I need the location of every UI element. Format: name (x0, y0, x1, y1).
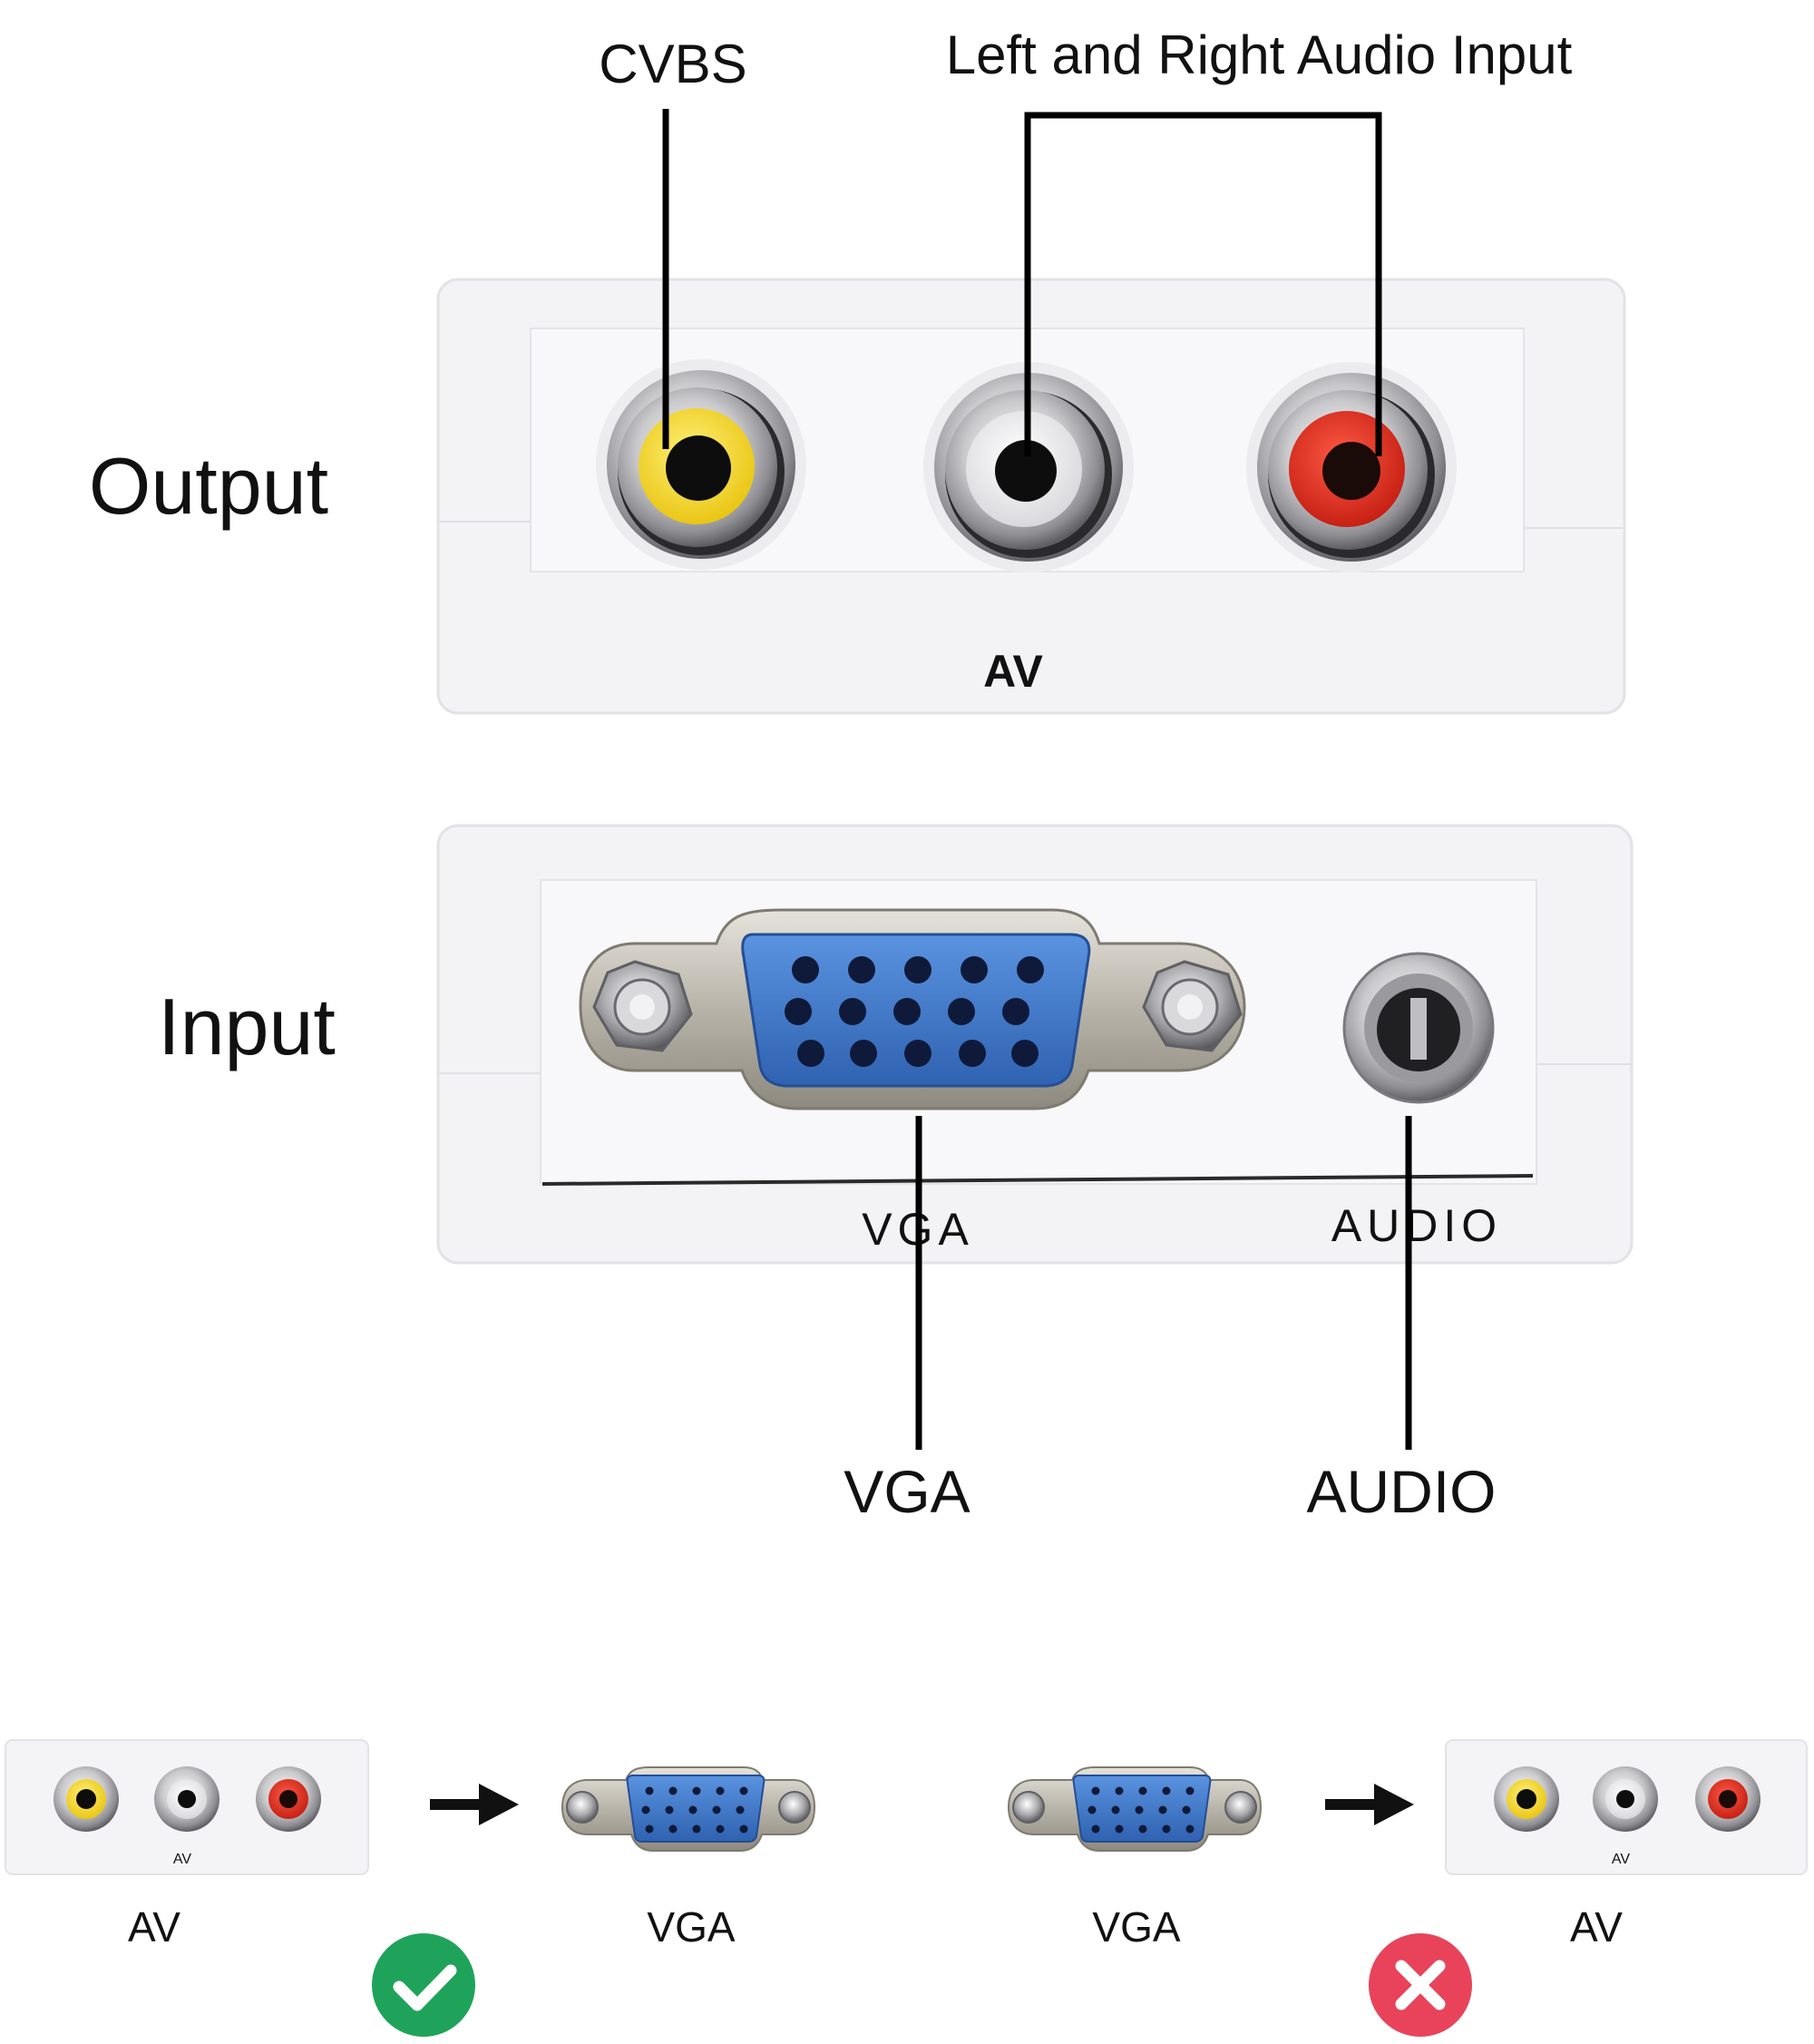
leader-lines (662, 109, 1412, 1450)
cross-icon (1369, 1933, 1472, 2037)
vga-pin-grid (785, 956, 1044, 1067)
mini-vga-pin-hole (665, 1805, 674, 1814)
flow-2-from-label: VGA (1092, 1903, 1180, 1951)
mini-red-jack (256, 1766, 321, 1832)
mini-vga-pin-hole (716, 1824, 725, 1834)
audio-panel-label: AUDIO (1331, 1200, 1502, 1251)
mini-vga-pin-hole (668, 1824, 678, 1834)
mini-red-jack (1695, 1766, 1760, 1832)
mini-yellow-jack (54, 1766, 119, 1832)
left-right-audio-label: Left and Right Audio Input (946, 24, 1573, 85)
mini-vga-port-left (561, 1766, 816, 1852)
mini-vga-pin-hole (1185, 1824, 1195, 1834)
audio-input-leader (1024, 112, 1382, 456)
audio-left-white-jack (923, 362, 1134, 572)
mini-vga-pin-hole (645, 1824, 654, 1834)
vga-right-screw (1142, 960, 1243, 1052)
mini-vga-pin-hole (716, 1786, 725, 1795)
mini-vga-pin-hole (1115, 1824, 1124, 1834)
cvbs-label: CVBS (599, 34, 746, 94)
arrow-right-icon (430, 1784, 519, 1825)
vga-pin-hole (948, 998, 975, 1025)
audio-right-red-jack (1246, 362, 1457, 572)
output-label: Output (89, 441, 328, 531)
mini-vga-pin-hole (688, 1805, 697, 1814)
mini-vga-pin-hole (1115, 1786, 1124, 1795)
mini-vga-pin-hole (1158, 1805, 1167, 1814)
vga-pin-hole (1017, 956, 1044, 983)
mini-vga-pin-hole (1091, 1786, 1100, 1795)
mini-av-panel-left: AV (5, 1739, 369, 1875)
vga-pin-hole (961, 956, 988, 983)
flow-2-to-label: AV (1570, 1903, 1623, 1951)
vga-pin-hole (1011, 1040, 1039, 1067)
vga-pin-hole (959, 1040, 986, 1067)
vga-pin-hole (839, 998, 866, 1025)
audio-input-jack (1342, 952, 1495, 1104)
mini-vga-pin-hole (668, 1786, 678, 1795)
compatibility-row: AV (5, 1739, 1808, 2037)
vga-pin-hole (785, 998, 812, 1025)
mini-vga-pin-hole (1182, 1805, 1191, 1814)
mini-vga-pin-hole (1162, 1786, 1171, 1795)
input-panel: VGA AUDIO (436, 824, 1634, 1265)
arrow-right-icon (1325, 1784, 1414, 1825)
vga-pin-hole (904, 956, 931, 983)
cvbs-yellow-jack (596, 359, 806, 570)
mini-white-jack (1593, 1766, 1658, 1832)
mini-vga-pin-hole (1087, 1805, 1097, 1814)
vga-pin-hole (792, 956, 819, 983)
output-panel: AV (436, 278, 1626, 715)
mini-vga-pin-hole (1111, 1805, 1120, 1814)
mini-vga-pin-hole (692, 1824, 701, 1834)
mini-vga-pin-hole (739, 1786, 748, 1795)
mini-av-panel-right: AV (1445, 1739, 1808, 1875)
mini-vga-pin-hole (641, 1805, 650, 1814)
mini-vga-pin-hole (1138, 1824, 1147, 1834)
vga-pin-hole (848, 956, 875, 983)
mini-vga-pin-hole (712, 1805, 721, 1814)
mini-vga-pin-hole (1091, 1824, 1100, 1834)
mini-vga-pin-hole (736, 1805, 745, 1814)
mini-vga-pins-right (1087, 1786, 1195, 1834)
mini-vga-pin-hole (1135, 1805, 1144, 1814)
mini-white-jack (154, 1766, 219, 1832)
mini-vga-port-right (1007, 1766, 1263, 1852)
mini-av-label-left: AV (173, 1852, 191, 1867)
flow-1-to-label: VGA (647, 1903, 735, 1951)
audio-callout-label: AUDIO (1306, 1458, 1496, 1525)
vga-pin-hole (1002, 998, 1029, 1025)
mini-vga-pin-hole (1162, 1824, 1171, 1834)
vga-left-screw (592, 960, 693, 1052)
check-icon (372, 1933, 475, 2037)
input-label: Input (158, 982, 336, 1071)
vga-pin-hole (893, 998, 921, 1025)
vga-pin-hole (850, 1040, 877, 1067)
mini-vga-pin-hole (739, 1824, 748, 1834)
mini-vga-pin-hole (645, 1786, 654, 1795)
mini-vga-pin-hole (1138, 1786, 1147, 1795)
vga-panel-label: VGA (862, 1204, 974, 1255)
av-panel-label: AV (983, 646, 1043, 697)
vga-pin-hole (904, 1040, 931, 1067)
mini-av-label-right: AV (1612, 1852, 1630, 1867)
mini-vga-pin-hole (692, 1786, 701, 1795)
mini-vga-pins-left (641, 1786, 748, 1834)
vga-pin-hole (797, 1040, 824, 1067)
mini-yellow-jack (1494, 1766, 1559, 1832)
vga-callout-label: VGA (844, 1458, 970, 1525)
vga-port (579, 908, 1246, 1110)
flow-1-from-label: AV (128, 1903, 180, 1951)
mini-vga-pin-hole (1185, 1786, 1195, 1795)
